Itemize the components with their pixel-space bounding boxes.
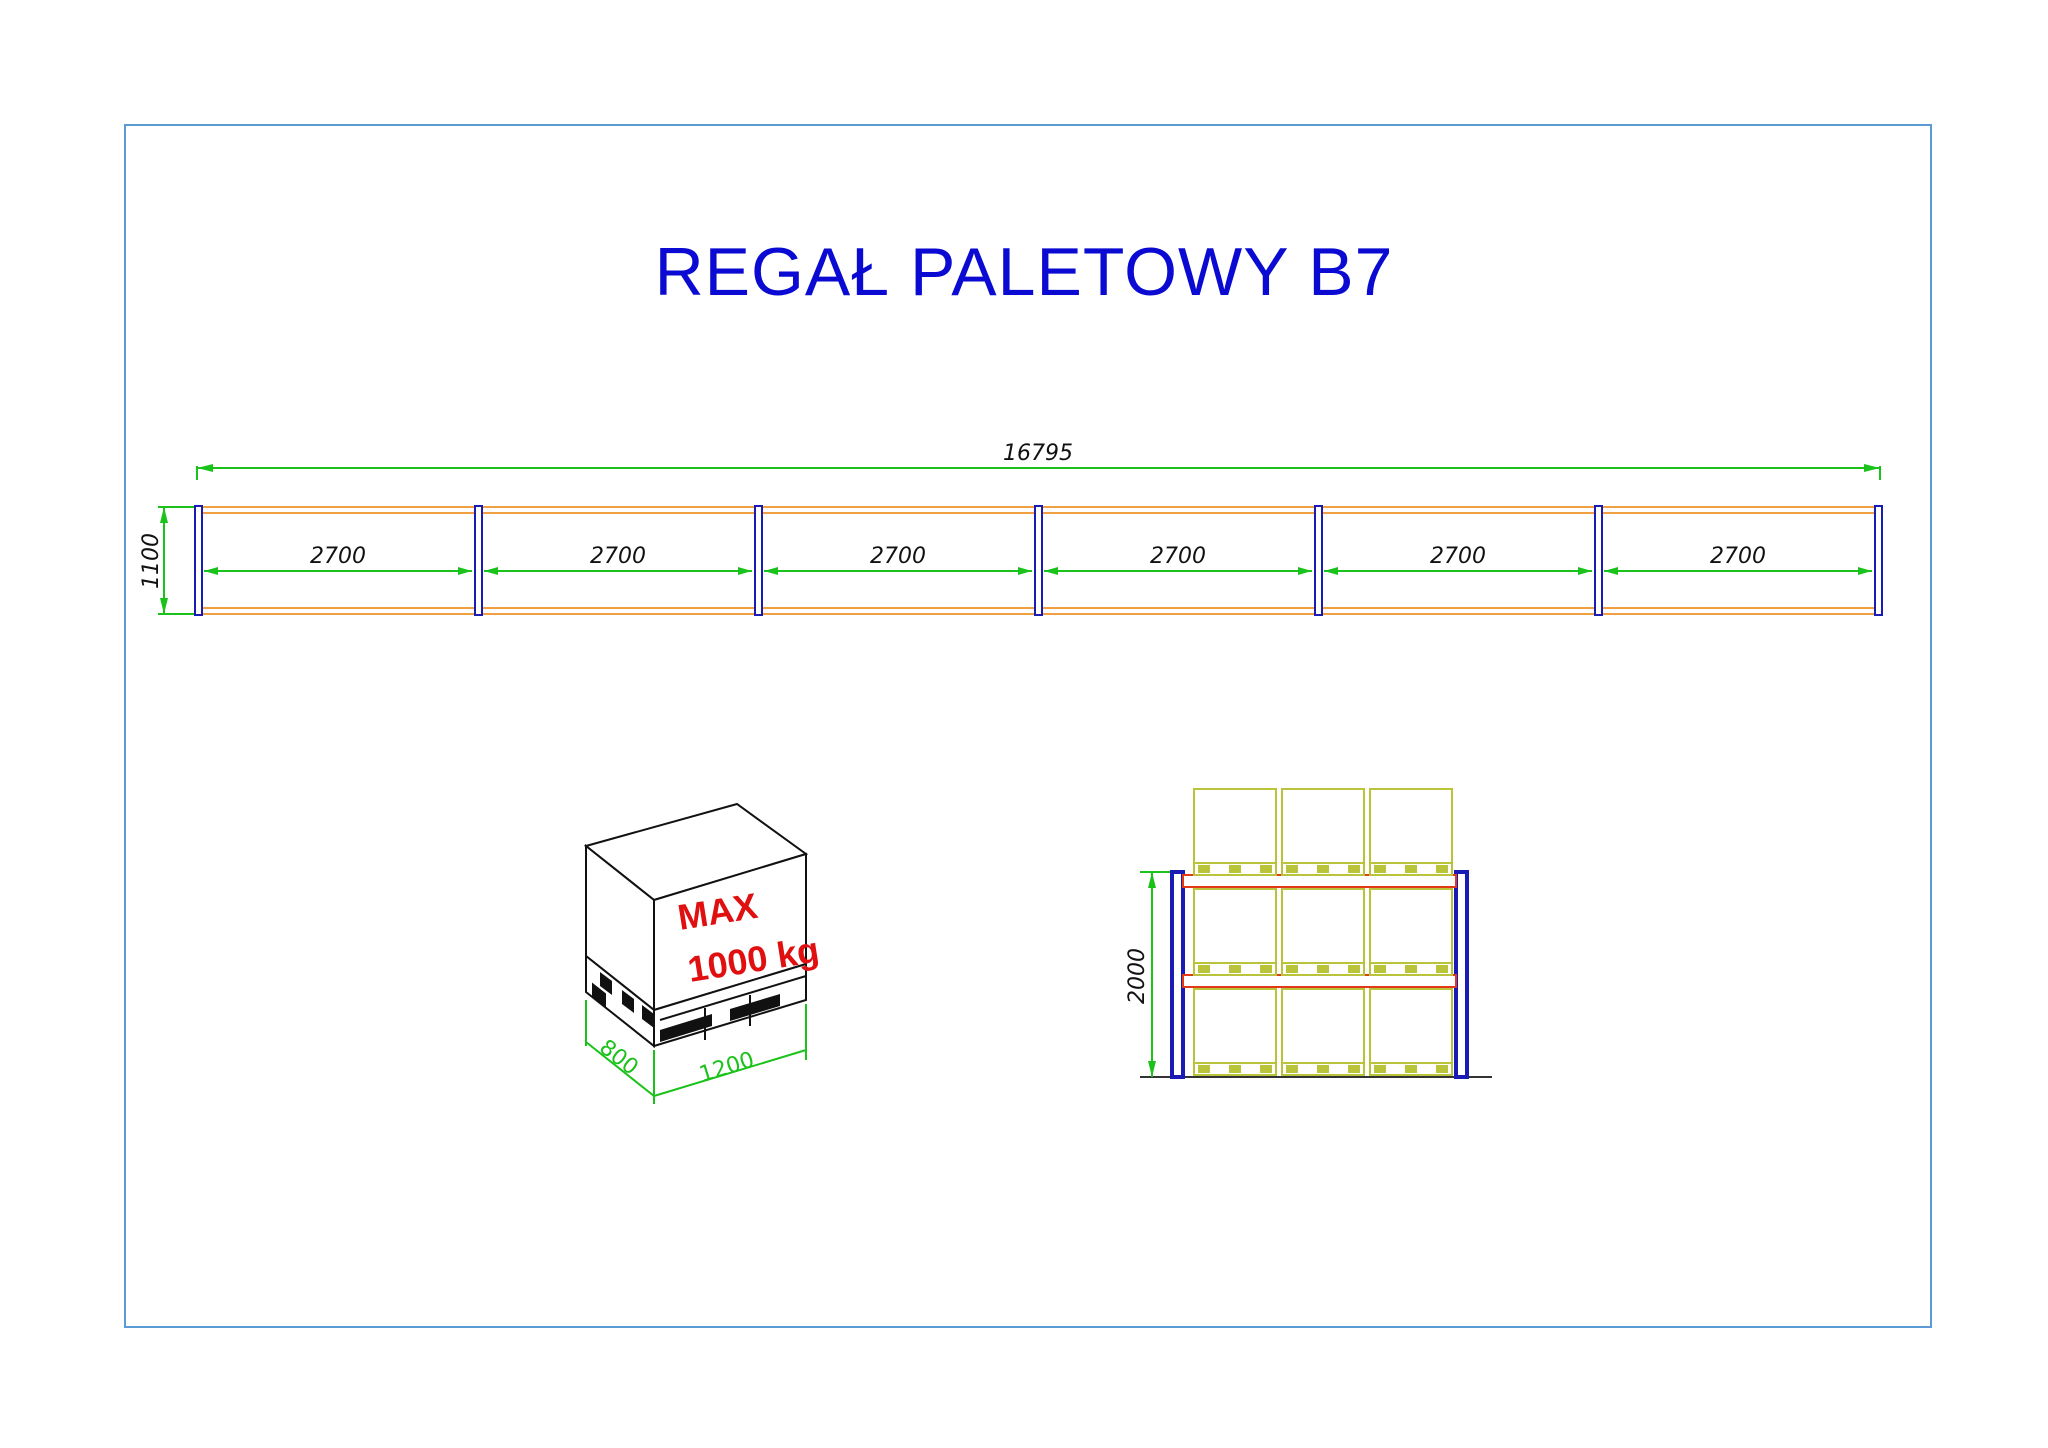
upright [474,505,483,616]
upright [1314,505,1323,616]
bay-length-label: 2700 [590,544,646,569]
pallet-load [1281,788,1365,876]
pallet-load [1281,888,1365,976]
overall-length-dimension: 16795 [196,441,1881,480]
pallet-load [1193,988,1277,1076]
bay-length-label: 2700 [1710,544,1766,569]
bay-length-label: 2700 [870,544,926,569]
pallet-isometric: MAX 1000 kg 800 1200 [583,802,822,1104]
front-view: 2000 [1125,788,1492,1079]
upright [1594,505,1603,616]
bay-length-label: 2700 [1430,544,1486,569]
pallet-depth-label: 800 [594,1035,642,1081]
beam [1182,974,1457,988]
plan-uprights [194,505,1883,616]
upright [754,505,763,616]
overall-length-label: 16795 [1003,441,1073,466]
bay-dimension: 2700 [1324,544,1592,575]
depth-dimension: 1100 [139,506,198,615]
bay-dimension: 2700 [764,544,1032,575]
pallet-load [1193,888,1277,976]
drawing-title: REGAŁ PALETOWY B7 [654,234,1394,310]
pallet-load [1369,988,1453,1076]
pallet-load [1193,788,1277,876]
bay-length-label: 2700 [1150,544,1206,569]
pallet-load [1369,888,1453,976]
beam [1182,874,1457,888]
upright [1874,505,1883,616]
upright [194,505,203,616]
bay-dimension: 2700 [1604,544,1872,575]
bay-dimensions: 2700 2700 2700 2700 2700 2700 [204,544,1872,575]
upright [1034,505,1043,616]
drawing-border [124,124,1932,1328]
depth-label: 1100 [139,533,164,589]
pallet-load [1281,988,1365,1076]
bay-dimension: 2700 [484,544,752,575]
bay-dimension: 2700 [1044,544,1312,575]
pallet-load [1369,788,1453,876]
bay-dimension: 2700 [204,544,472,575]
pallet-width-label: 1200 [696,1047,757,1087]
height-label: 2000 [1125,948,1150,1004]
bay-length-label: 2700 [310,544,366,569]
